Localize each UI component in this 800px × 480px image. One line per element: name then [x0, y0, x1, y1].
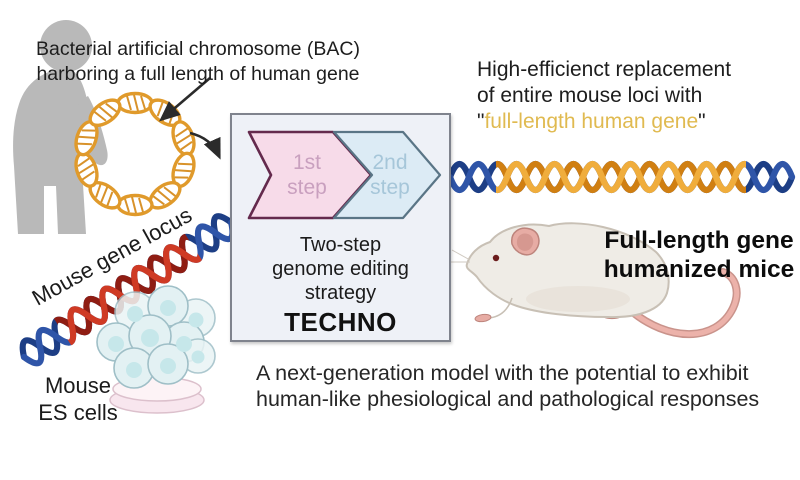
humanized-gene-helix-icon	[446, 160, 796, 194]
humanized-mice-label: Full-length gene humanized mice	[603, 227, 795, 283]
es-cells-icon	[96, 285, 216, 414]
es-cells-label: Mouse ES cells	[38, 373, 118, 425]
mouse-icon	[448, 222, 741, 339]
step2-chevron	[332, 130, 442, 220]
headline: High-efficienct replacement of entire mo…	[477, 57, 797, 135]
human-silhouette-icon	[13, 20, 108, 234]
gold-gene-text: full-length human gene	[484, 110, 699, 133]
strategy-box: 1st step 2nd step Two-step genome editin…	[230, 113, 451, 342]
footer-text: A next-generation model with the potenti…	[256, 361, 760, 411]
headline-quoted-line: "full-length human gene"	[477, 110, 706, 133]
bac-label: Bacterial artificial chromosome (BAC) ha…	[35, 38, 360, 85]
curved-arrow-icon	[189, 131, 221, 160]
pointer-arrow-icon	[159, 77, 211, 122]
step1-label: 1st step	[287, 151, 327, 199]
strategy-caption: Two-step genome editing strategy	[272, 234, 409, 304]
brand-label: TECHNO	[284, 307, 397, 337]
step-chevrons	[247, 130, 442, 220]
step2-label: 2nd step	[370, 151, 410, 199]
